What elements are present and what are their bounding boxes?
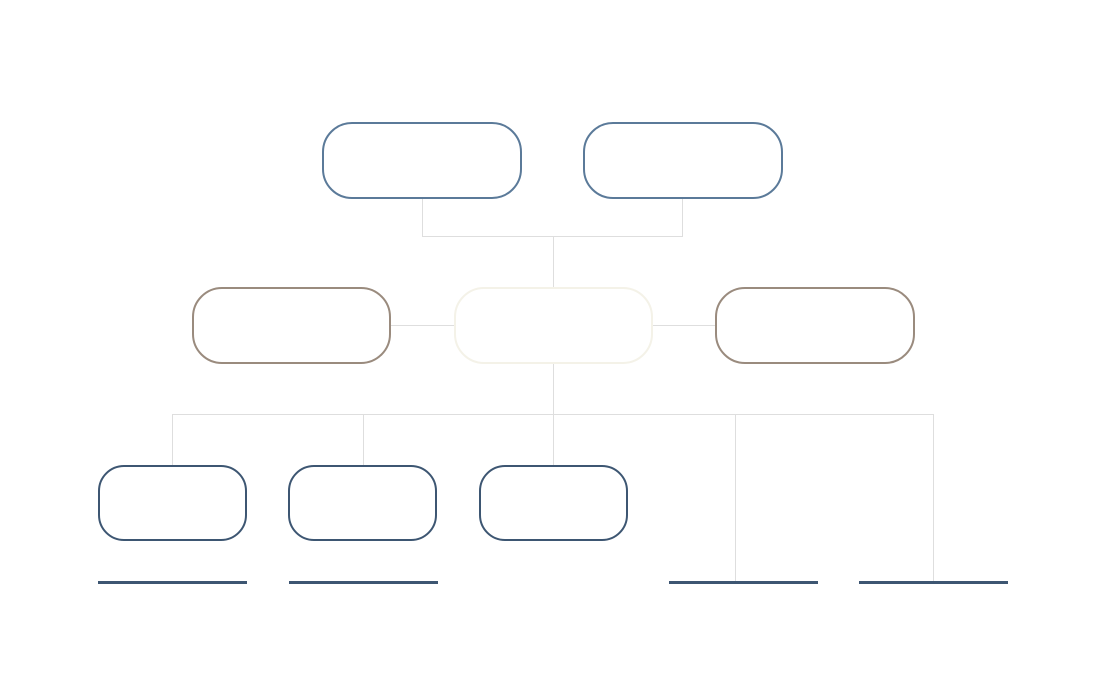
underline-node[interactable] <box>669 581 818 584</box>
connector-line <box>682 198 683 236</box>
sibling-node[interactable] <box>715 287 915 364</box>
parent-node[interactable] <box>322 122 522 199</box>
underline-node[interactable] <box>289 581 438 584</box>
connector-line <box>553 363 554 467</box>
connector-line <box>422 198 423 236</box>
child-node[interactable] <box>479 465 628 541</box>
sibling-node[interactable] <box>192 287 391 364</box>
connector-line <box>363 414 364 467</box>
connector-line <box>390 325 455 326</box>
connector-line <box>172 414 934 415</box>
connector-line <box>933 414 934 582</box>
connector-line <box>553 236 554 288</box>
parent-node[interactable] <box>583 122 783 199</box>
connector-line <box>422 236 683 237</box>
connector-line <box>172 414 173 467</box>
focus-node[interactable] <box>454 287 653 364</box>
underline-node[interactable] <box>98 581 247 584</box>
underline-node[interactable] <box>859 581 1008 584</box>
connector-line <box>652 325 717 326</box>
child-node[interactable] <box>98 465 247 541</box>
child-node[interactable] <box>288 465 437 541</box>
connector-line <box>735 414 736 582</box>
